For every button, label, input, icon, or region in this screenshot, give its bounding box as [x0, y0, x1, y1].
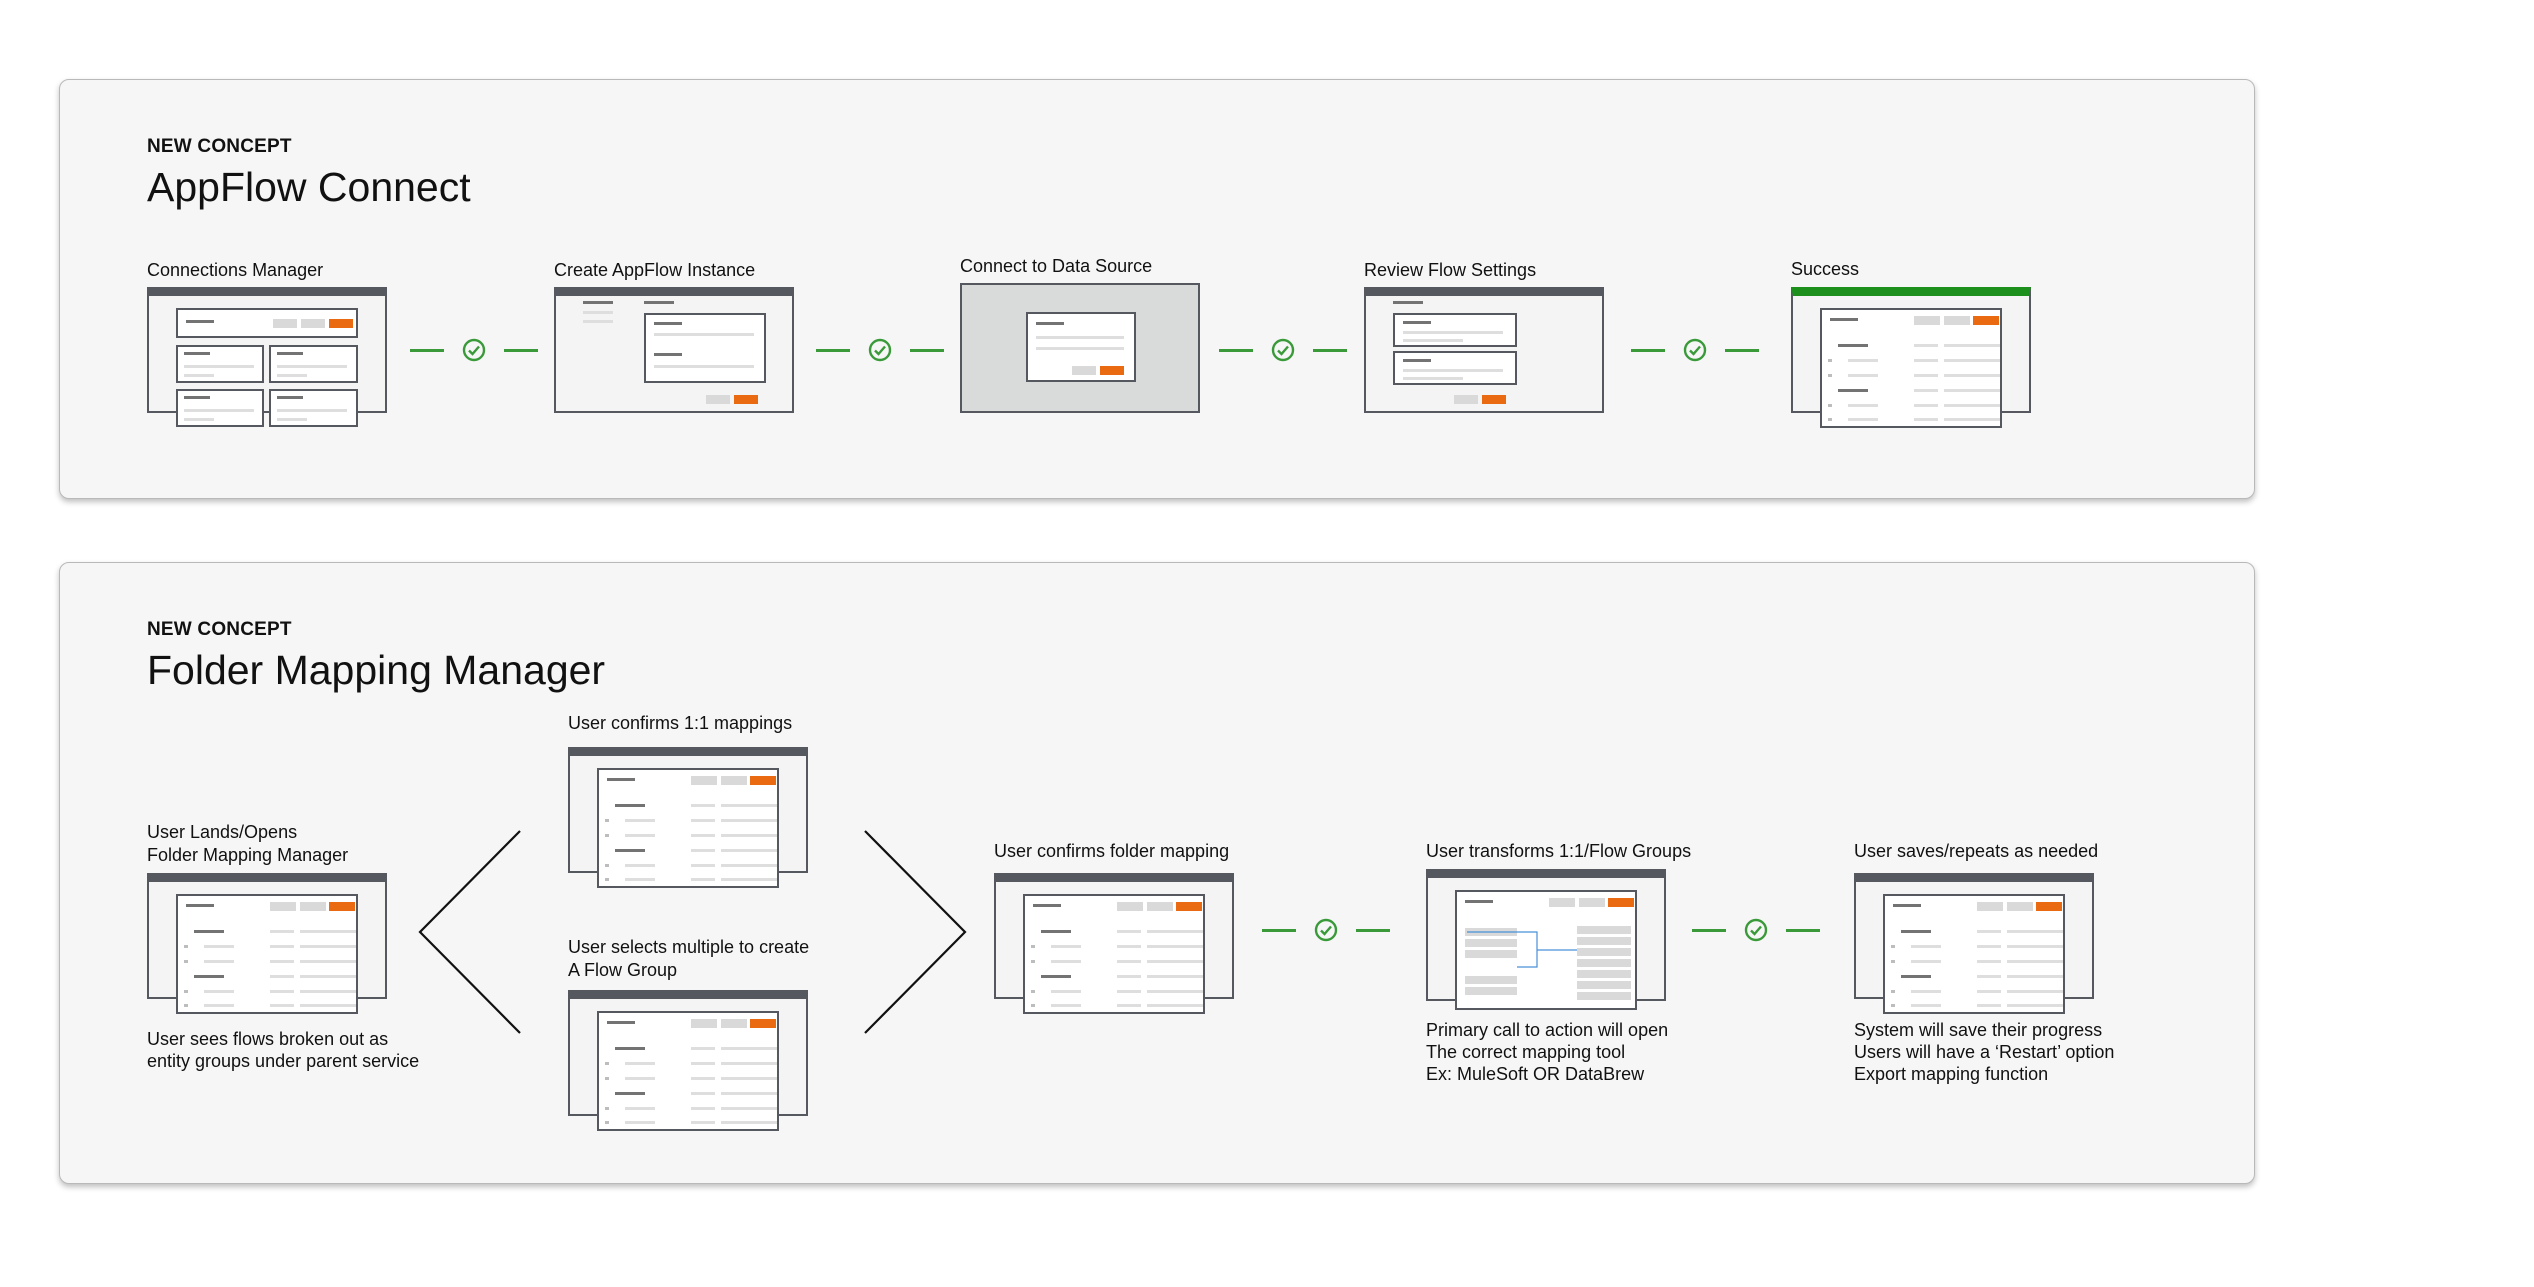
- step-note-user-sees-flows: User sees flows broken out as entity gro…: [147, 1029, 420, 1071]
- flow-connector: [1219, 338, 1347, 362]
- check-circle-icon: [1683, 338, 1707, 362]
- mapping-lines: [1467, 931, 1577, 968]
- flow-group-thumbnail[interactable]: [568, 990, 808, 1131]
- flow-connector: [816, 338, 944, 362]
- success-thumbnail[interactable]: [1791, 287, 2031, 428]
- step-label-connect-to-data-source: Connect to Data Source: [960, 256, 1153, 276]
- step-label-success: Success: [1791, 259, 1860, 279]
- step-label-create-appflow-instance: Create AppFlow Instance: [554, 260, 756, 280]
- flow-connector: [1692, 918, 1820, 942]
- mapping-tool-thumbnail[interactable]: [1426, 869, 1666, 1010]
- section-title: Folder Mapping Manager: [147, 647, 606, 693]
- section-kicker: NEW CONCEPT: [147, 619, 292, 640]
- section-title: AppFlow Connect: [147, 164, 471, 210]
- step-label-transform: User transforms 1:1/Flow Groups: [1426, 841, 1692, 861]
- flow-connector: [1262, 918, 1390, 942]
- step-label-select-multiple: User selects multiple to create A Flow G…: [568, 937, 810, 980]
- flow-connector: [1631, 338, 1759, 362]
- check-circle-icon: [1314, 918, 1338, 942]
- step-label-review-flow-settings: Review Flow Settings: [1364, 260, 1537, 280]
- check-circle-icon: [462, 338, 486, 362]
- create-appflow-instance-thumbnail[interactable]: [554, 287, 794, 413]
- step-label-save-repeat: User saves/repeats as needed: [1854, 841, 2099, 861]
- folder-mapping-manager-panel: NEW CONCEPT Folder Mapping Manager User …: [59, 562, 2255, 1184]
- section-kicker: NEW CONCEPT: [147, 136, 292, 157]
- check-circle-icon: [868, 338, 892, 362]
- review-flow-settings-thumbnail[interactable]: [1364, 287, 1604, 413]
- check-circle-icon: [1744, 918, 1768, 942]
- connect-data-source-thumbnail[interactable]: [960, 283, 1200, 413]
- save-repeat-thumbnail[interactable]: [1854, 873, 2094, 1014]
- check-circle-icon: [1271, 338, 1295, 362]
- confirm-mappings-thumbnail[interactable]: [568, 747, 808, 888]
- folder-mapping-manager-thumbnail[interactable]: [147, 873, 387, 1014]
- step-label-user-lands: User Lands/Opens Folder Mapping Manager: [147, 822, 349, 865]
- step-note-system-save: System will save their progress Users wi…: [1854, 1020, 2115, 1084]
- step-label-confirm-folder-mapping: User confirms folder mapping: [994, 841, 1230, 861]
- appflow-connect-panel: NEW CONCEPT AppFlow Connect Connections …: [59, 79, 2255, 499]
- connections-manager-thumbnail[interactable]: [147, 287, 387, 427]
- step-label-connections-manager: Connections Manager: [147, 260, 324, 280]
- flow-connector: [410, 338, 538, 362]
- step-label-confirm-mappings: User confirms 1:1 mappings: [568, 713, 793, 733]
- step-note-primary-cta: Primary call to action will open The cor…: [1426, 1020, 1669, 1084]
- confirm-folder-mapping-thumbnail[interactable]: [994, 873, 1234, 1014]
